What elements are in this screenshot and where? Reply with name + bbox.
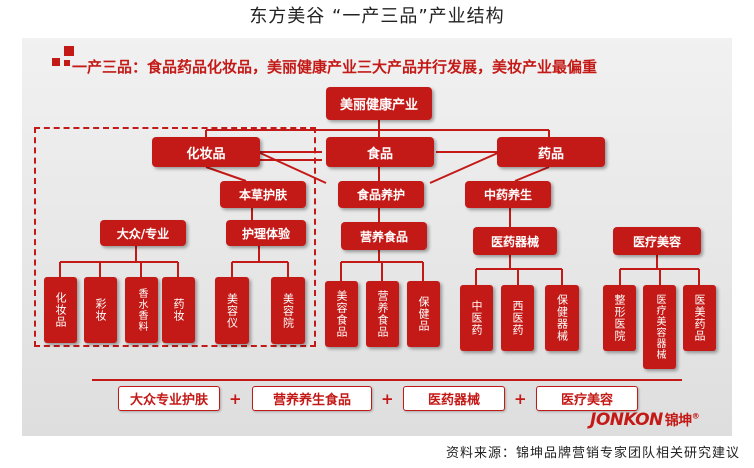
summary-label: 大众专业护肤 xyxy=(129,393,208,408)
plus-sign: + xyxy=(381,390,394,408)
root-node: 美丽健康产业 xyxy=(326,87,432,120)
level2-label: 食品养护 xyxy=(356,188,405,202)
leaf-item: 美容食品 xyxy=(325,281,358,347)
leaf-label: 保健器械 xyxy=(555,294,569,342)
leaf-item: 医美药品 xyxy=(683,285,716,351)
cosmetics-focus-outline xyxy=(34,127,316,347)
level2-tcm-wellness: 中药养生 xyxy=(465,181,551,208)
logo-latin: JONKON xyxy=(590,410,663,430)
logo-chinese: 锦坤 xyxy=(664,413,693,429)
summary-box: 医药器械 xyxy=(403,386,505,411)
leaf-label: 彩妆 xyxy=(94,298,107,322)
summary-label: 医药器械 xyxy=(427,393,480,408)
page-title: 东方美谷 “一产三品”产业结构 xyxy=(249,6,505,27)
level1-food: 食品 xyxy=(326,137,434,167)
level2-label: 中药养生 xyxy=(483,188,532,202)
leaf-item: 保健器械 xyxy=(545,285,579,351)
group-label: 大众/专业 xyxy=(116,226,170,241)
leaf-label: 美容仪 xyxy=(225,292,239,329)
level2-food-care: 食品养护 xyxy=(338,181,424,208)
summary-box: 医疗美容 xyxy=(536,386,638,411)
bottom-divider xyxy=(92,379,682,381)
leaf-label: 药妆 xyxy=(172,298,185,322)
level1-label: 药品 xyxy=(537,146,564,162)
group-care-experience: 护理体验 xyxy=(226,220,306,246)
source-note: 资料来源：锦坤品牌营销专家团队相关研究建议 xyxy=(445,446,740,461)
decor-square xyxy=(64,60,70,66)
group-label: 医药器械 xyxy=(490,234,539,249)
leaf-item: 整形医院 xyxy=(603,285,636,351)
summary-box: 营养养生食品 xyxy=(252,386,372,411)
leaf-item: 中医药 xyxy=(460,285,493,351)
leaf-item: 香水香料 xyxy=(125,277,158,343)
level1-cosmetics: 化妆品 xyxy=(152,137,260,167)
leaf-item: 医疗美容器械 xyxy=(643,285,676,369)
logo-registered-mark: ® xyxy=(691,411,700,421)
summary-label: 营养养生食品 xyxy=(272,393,351,408)
leaf-item: 美容院 xyxy=(271,277,305,344)
group-label: 医疗美容 xyxy=(632,234,681,249)
group-label: 营养食品 xyxy=(359,229,408,244)
group-mass-pro: 大众/专业 xyxy=(100,220,186,246)
leaf-label: 营养食品 xyxy=(376,290,389,338)
level1-label: 食品 xyxy=(366,146,393,162)
leaf-item: 药妆 xyxy=(162,277,195,343)
leaf-item: 保健品 xyxy=(407,281,440,347)
plus-sign: + xyxy=(514,390,527,408)
leaf-label: 西医药 xyxy=(511,300,524,336)
leaf-label: 美容食品 xyxy=(335,290,348,338)
group-medical-aesthetics: 医疗美容 xyxy=(613,227,701,255)
leaf-label: 医疗美容器械 xyxy=(654,294,665,360)
group-medical-devices: 医药器械 xyxy=(473,227,557,255)
group-nutrition-food: 营养食品 xyxy=(341,222,427,250)
group-label: 护理体验 xyxy=(241,226,290,241)
leaf-item: 西医药 xyxy=(501,285,534,351)
leaf-item: 化妆品 xyxy=(44,277,77,343)
level2-label: 本草护肤 xyxy=(238,188,287,202)
leaf-item: 美容仪 xyxy=(215,277,249,344)
level1-label: 化妆品 xyxy=(186,146,226,162)
summary-label: 医疗美容 xyxy=(560,393,613,408)
decor-square xyxy=(64,46,74,56)
headline: 一产三品：食品药品化妆品，美丽健康产业三大产品并行发展，美妆产业最偏重 xyxy=(72,58,598,76)
plus-sign: + xyxy=(229,390,242,408)
leaf-label: 香水香料 xyxy=(136,288,147,332)
leaf-label: 医美药品 xyxy=(693,294,706,342)
level2-herbal-skincare: 本草护肤 xyxy=(220,181,306,208)
leaf-label: 保健品 xyxy=(417,296,430,332)
level1-medicine: 药品 xyxy=(497,137,605,167)
root-node-label: 美丽健康产业 xyxy=(339,98,418,113)
leaf-item: 营养食品 xyxy=(366,281,399,347)
leaf-item: 彩妆 xyxy=(84,277,117,343)
summary-box: 大众专业护肤 xyxy=(118,386,220,411)
leaf-label: 中医药 xyxy=(470,300,483,336)
leaf-label: 美容院 xyxy=(281,292,295,329)
decor-square xyxy=(52,58,60,66)
leaf-label: 整形医院 xyxy=(613,294,626,342)
leaf-label: 化妆品 xyxy=(54,292,67,328)
